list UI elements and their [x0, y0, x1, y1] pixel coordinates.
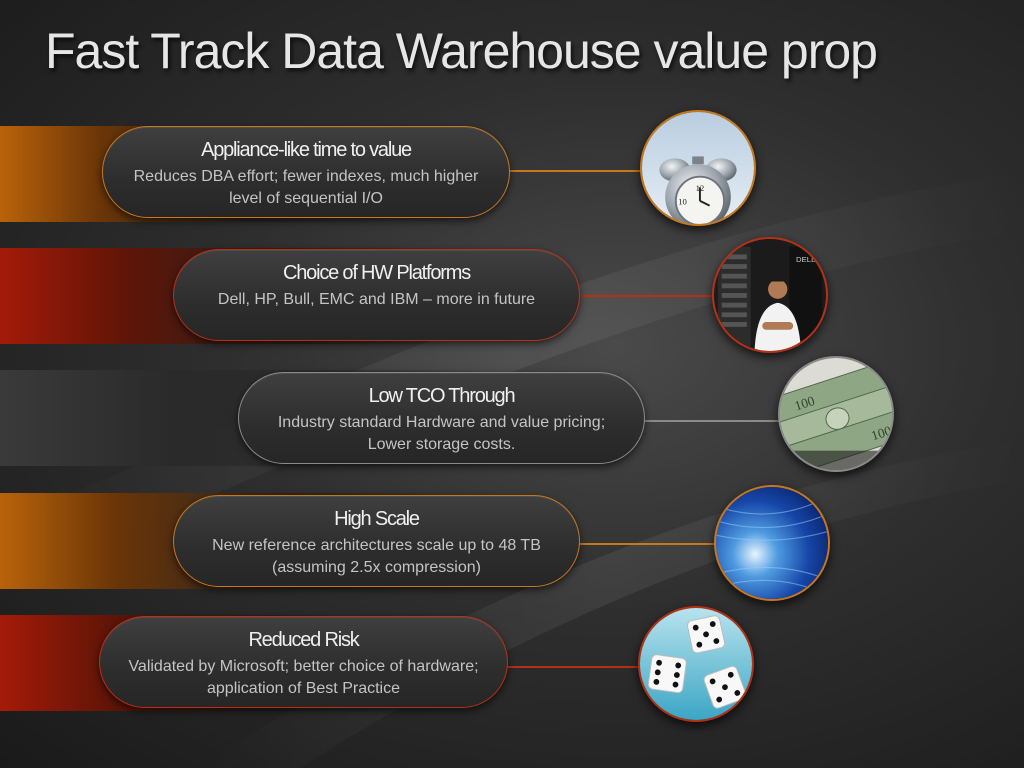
svg-text:100: 100	[869, 423, 892, 444]
value-card-heading: Reduced Risk	[248, 629, 359, 651]
value-card-description: New reference architectures scale up to …	[212, 537, 541, 576]
server-rack-person-icon: DELL	[714, 239, 826, 351]
value-card-description: Industry standard Hardware and value pri…	[277, 414, 606, 453]
slide-title: Fast Track Data Warehouse value prop	[45, 23, 878, 79]
svg-text:DELL: DELL	[796, 255, 816, 264]
value-card-low-tco: Low TCO Through Industry standard Hardwa…	[238, 372, 645, 464]
server-room-person-photo: DELL	[712, 237, 828, 353]
connector-line-3	[644, 420, 782, 422]
value-card-heading: Appliance-like time to value	[201, 139, 412, 161]
value-card-description: Validated by Microsoft; better choice of…	[128, 658, 479, 697]
value-card-description: Dell, HP, Bull, EMC and IBM – more in fu…	[217, 291, 536, 308]
blue-tunnel-photo	[714, 485, 830, 601]
blue-wave-icon	[716, 487, 828, 599]
value-card-heading: Low TCO Through	[368, 385, 516, 407]
value-card-heading: Choice of HW Platforms	[283, 262, 471, 284]
value-card-appliance: Appliance-like time to value Reduces DBA…	[102, 126, 510, 218]
value-card-heading: High Scale	[334, 508, 420, 530]
connector-line-1	[508, 170, 642, 172]
dice-photo	[638, 606, 754, 722]
value-card-high-scale: High Scale New reference architectures s…	[173, 495, 580, 587]
dice-icon	[640, 608, 752, 720]
alarm-clock-photo: 12 10	[640, 110, 756, 226]
dollar-bills-photo: 100 100	[778, 356, 894, 472]
svg-text:100: 100	[793, 393, 817, 414]
value-card-description: Reduces DBA effort; fewer indexes, much …	[133, 168, 479, 207]
alarm-clock-icon: 12 10	[642, 112, 754, 224]
svg-text:10: 10	[678, 197, 687, 207]
money-icon: 100 100	[780, 358, 892, 470]
value-card-reduced-risk: Reduced Risk Validated by Microsoft; bet…	[99, 616, 508, 708]
value-card-hw-platforms: Choice of HW Platforms Dell, HP, Bull, E…	[173, 249, 580, 341]
connector-line-2	[578, 295, 714, 297]
connector-line-4	[578, 543, 716, 545]
connector-line-5	[506, 666, 642, 668]
